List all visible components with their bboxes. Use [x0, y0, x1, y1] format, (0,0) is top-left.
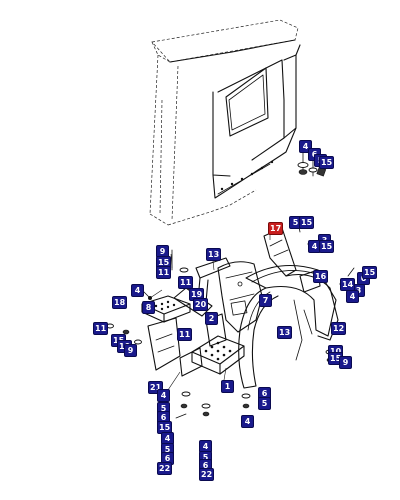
callout-part-6[interactable]: 6 [161, 452, 174, 465]
callout-part-5[interactable]: 5 [258, 397, 271, 410]
callout-part-4[interactable]: 4 [157, 389, 170, 402]
callout-part-9[interactable]: 9 [124, 344, 137, 357]
callout-part-12[interactable]: 12 [331, 322, 347, 335]
callout-part-11[interactable]: 11 [156, 266, 172, 279]
callout-part-15[interactable]: 15 [156, 256, 172, 269]
step-assembly-1 [179, 313, 245, 377]
callout-part-17[interactable]: 17 [268, 222, 284, 235]
callout-part-4[interactable]: 4 [241, 415, 254, 428]
callout-part-4[interactable]: 4 [346, 290, 359, 303]
callout-part-20[interactable]: 20 [193, 298, 209, 311]
step-assembly-upper [141, 295, 191, 371]
callout-part-15[interactable]: 15 [362, 266, 378, 279]
callout-part-9[interactable]: 9 [339, 356, 352, 369]
callout-part-22[interactable]: 22 [199, 468, 215, 481]
callout-part-7[interactable]: 7 [259, 294, 272, 307]
callout-part-4[interactable]: 4 [131, 284, 144, 297]
callout-part-15[interactable]: 15 [299, 216, 315, 229]
callout-part-2[interactable]: 2 [205, 312, 218, 325]
callout-part-13[interactable]: 13 [277, 326, 293, 339]
inner-arch-panel [217, 261, 263, 333]
callout-part-1[interactable]: 1 [221, 380, 234, 393]
callout-part-8[interactable]: 8 [142, 301, 155, 314]
callout-part-11[interactable]: 11 [178, 276, 194, 289]
upper-step-holes [154, 300, 176, 311]
callout-part-14[interactable]: 14 [340, 278, 356, 291]
truck-cab-outline [149, 19, 301, 226]
callout-part-18[interactable]: 18 [112, 296, 128, 309]
callout-part-15[interactable]: 15 [319, 156, 335, 169]
callout-part-11[interactable]: 11 [177, 328, 193, 341]
callout-part-22[interactable]: 22 [157, 462, 173, 475]
sill-holes [220, 160, 274, 191]
upper-fastener-group [297, 149, 327, 177]
callout-part-13[interactable]: 13 [206, 248, 222, 261]
callout-part-15[interactable]: 15 [319, 240, 335, 253]
callout-part-16[interactable]: 16 [313, 270, 329, 283]
callout-part-11[interactable]: 11 [93, 322, 109, 335]
